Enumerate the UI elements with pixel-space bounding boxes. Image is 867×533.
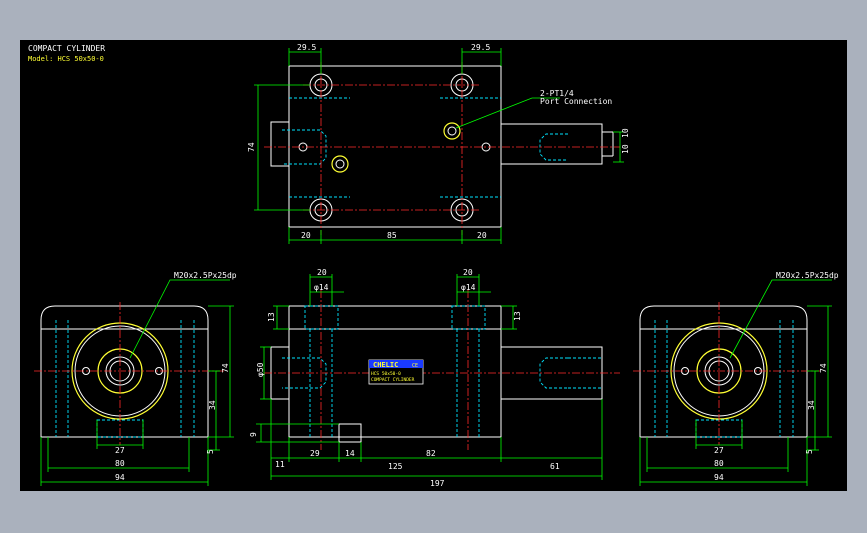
dim-top-20-right: 20 <box>477 231 487 240</box>
dim-right-80: 80 <box>714 459 724 468</box>
dim-front-phi14-left: φ14 <box>314 283 329 292</box>
top-view: 2-PT1/4 Port Connection 29.5 29.5 74 10 … <box>247 43 630 244</box>
dim-front-9: 9 <box>249 432 258 437</box>
port-callout: 2-PT1/4 <box>540 89 574 98</box>
drawing-model: Model: HCS 50x50-0 <box>28 55 104 63</box>
port-callout-sub: Port Connection <box>540 97 612 106</box>
dim-front-82: 82 <box>426 449 436 458</box>
dim-front-11: 11 <box>275 460 285 469</box>
dim-top-29-5-left: 29.5 <box>297 43 316 52</box>
dim-right-5: 5 <box>805 449 814 454</box>
dim-front-125: 125 <box>388 462 403 471</box>
dim-front-phi14-right: φ14 <box>461 283 476 292</box>
dim-front-phi50: φ50 <box>256 362 265 377</box>
right-view-body <box>639 305 808 438</box>
dim-front-61: 61 <box>550 462 560 471</box>
dim-right-74: 74 <box>819 363 828 373</box>
dim-top-74: 74 <box>247 142 256 152</box>
dim-front-29: 29 <box>310 449 320 458</box>
dim-top-29-5-right: 29.5 <box>471 43 490 52</box>
drawing-sheet: COMPACT CYLINDER Model: HCS 50x50-0 <box>20 40 847 491</box>
dim-front-20-right: 20 <box>463 268 473 277</box>
dim-left-80: 80 <box>115 459 125 468</box>
dim-top-10-a: 10 <box>621 128 630 138</box>
dim-front-13-left: 13 <box>267 312 276 322</box>
nameplate-model: HCS 50x50-0 <box>371 371 401 377</box>
top-view-mount-holes <box>309 73 474 222</box>
dim-front-20-left: 20 <box>317 268 327 277</box>
right-side-view: M20x2.5Px25dp 27 80 94 74 34 5 <box>633 271 839 486</box>
left-view-body <box>40 305 209 438</box>
dim-left-27: 27 <box>115 446 125 455</box>
dim-right-94: 94 <box>714 473 724 482</box>
nameplate-brand: CHELIC <box>373 361 398 369</box>
top-view-port-1 <box>443 122 461 140</box>
top-view-port-2 <box>331 155 349 173</box>
cad-drawing: COMPACT CYLINDER Model: HCS 50x50-0 <box>28 43 839 488</box>
dim-left-74: 74 <box>221 363 230 373</box>
dim-right-27: 27 <box>714 446 724 455</box>
dim-top-20-left: 20 <box>301 231 311 240</box>
dim-left-94: 94 <box>115 473 125 482</box>
left-side-view: M20x2.5Px25dp 27 80 94 74 34 5 <box>34 271 237 486</box>
dim-top-85: 85 <box>387 231 397 240</box>
front-view: CHELIC CE HCS 50x50-0 COMPACT CYLINDER 2… <box>249 268 620 488</box>
dim-left-34: 34 <box>208 400 217 410</box>
nameplate-desc: COMPACT CYLINDER <box>371 377 415 383</box>
drawing-title: COMPACT CYLINDER <box>28 44 105 53</box>
dim-top-10-b: 10 <box>621 144 630 154</box>
nameplate-ce-mark: CE <box>412 363 418 369</box>
front-view-foot <box>338 423 362 443</box>
thread-callout-right: M20x2.5Px25dp <box>776 271 839 280</box>
top-view-rod <box>500 123 603 165</box>
nameplate: CHELIC CE HCS 50x50-0 COMPACT CYLINDER <box>368 359 424 385</box>
dim-front-197: 197 <box>430 479 445 488</box>
thread-callout-left: M20x2.5Px25dp <box>174 271 237 280</box>
dim-front-14: 14 <box>345 449 355 458</box>
top-view-left-boss <box>270 121 290 167</box>
dim-right-34: 34 <box>807 400 816 410</box>
dim-left-5: 5 <box>206 449 215 454</box>
dim-front-13-right: 13 <box>513 311 522 321</box>
